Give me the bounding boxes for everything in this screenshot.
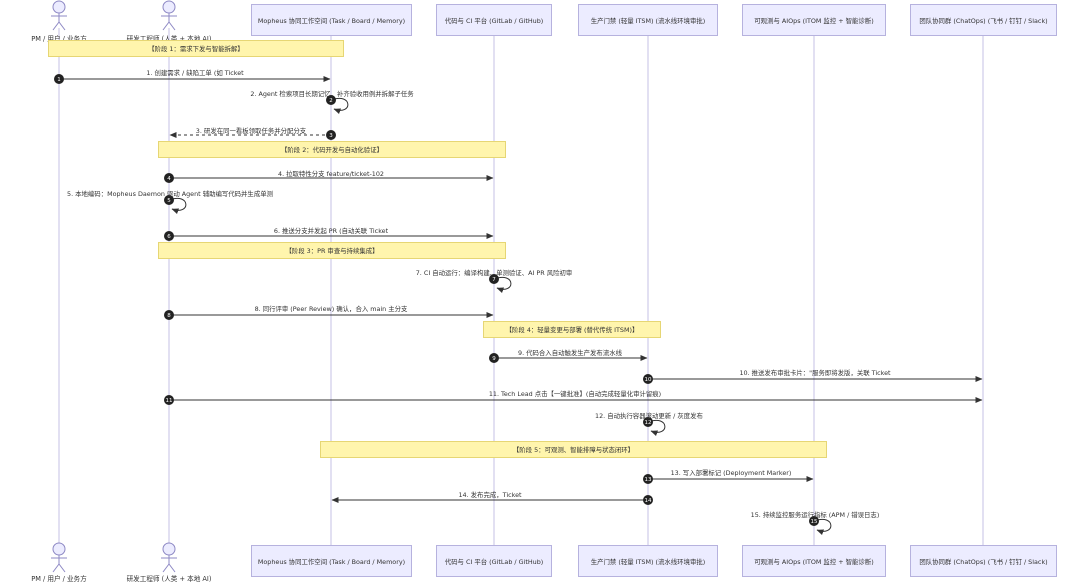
message-14-label: 14. 发布完成，Ticket	[458, 491, 522, 499]
message-2-number-badge: 2	[326, 95, 336, 105]
participant-chatops-top: 团队协同群 (ChatOps) (飞书 / 钉钉 / Slack)	[910, 4, 1057, 36]
participant-ci-bottom: 代码与 CI 平台 (GitLab / GitHub)	[436, 545, 552, 577]
message-4-label: 4. 拉取特性分支 feature/ticket-102	[278, 170, 384, 178]
participant-ci-top: 代码与 CI 平台 (GitLab / GitHub)	[436, 4, 552, 36]
message-3-number-badge: 3	[326, 130, 336, 140]
message-6-number-badge: 6	[164, 231, 174, 241]
message-12-label: 12. 自动执行容器滚动更新 / 灰度发布	[595, 412, 703, 420]
message-5-arrow	[168, 197, 187, 215]
actor-pm-bottom-icon	[51, 542, 67, 573]
message-15-number-badge: 15	[809, 516, 819, 526]
message-12-number-badge: 12	[643, 417, 653, 427]
participant-mopheus-bottom: Mopheus 协同工作空间 (Task / Board / Memory)	[251, 545, 412, 577]
message-2-label: 2. Agent 检索项目长期记忆，补齐验收用例并拆解子任务	[250, 90, 414, 98]
participant-chatops-bottom: 团队协同群 (ChatOps) (飞书 / 钉钉 / Slack)	[910, 545, 1057, 577]
message-12-arrow	[647, 419, 666, 437]
message-3-label: 3. 研发在同一看板领取任务并分配分支	[195, 127, 307, 135]
message-1-number-badge: 1	[54, 74, 64, 84]
svg-text:14: 14	[645, 498, 652, 504]
message-6-label: 6. 推送分支并发起 PR (自动关联 Ticket	[273, 227, 389, 235]
actor-dev-top-icon	[161, 0, 177, 31]
message-13-label: 13. 写入部署标记 (Deployment Marker)	[670, 469, 792, 477]
stage-1-note: 【阶段 1：需求下发与智能拆解】	[48, 40, 344, 57]
message-10-number-badge: 10	[643, 374, 653, 384]
message-5-number-badge: 5	[164, 195, 174, 205]
svg-text:13: 13	[645, 477, 652, 483]
message-5-label: 5. 本地编码：Mopheus Daemon 驱动 Agent 辅助编写代码并生…	[67, 190, 273, 198]
svg-text:5: 5	[167, 198, 171, 204]
svg-text:7: 7	[492, 277, 496, 283]
message-8-label: 8. 同行评审 (Peer Review) 确认，合入 main 主分支	[254, 305, 408, 313]
participant-itsm-top: 生产门禁 (轻量 ITSM) (流水线环境审批)	[578, 4, 718, 36]
participant-aiops-top: 可观测与 AIOps (ITOM 监控 + 智能诊断)	[742, 4, 886, 36]
actor-label-dev-bottom: 研发工程师 (人类 + 本地 AI)	[126, 575, 212, 583]
actor-label-pm-top: PM / 用户 / 业务方	[31, 35, 87, 43]
message-15-arrow	[813, 518, 832, 536]
svg-text:10: 10	[645, 377, 652, 383]
svg-text:9: 9	[492, 356, 496, 362]
message-11-number-badge: 11	[164, 395, 174, 405]
stage-3-note: 【阶段 3：PR 审查与持续集成】	[158, 242, 506, 259]
message-7-arrow	[493, 276, 512, 294]
svg-text:6: 6	[167, 234, 171, 240]
message-8-number-badge: 8	[164, 310, 174, 320]
svg-text:15: 15	[811, 519, 818, 525]
stage-5-note: 【阶段 5：可观测、智能排障与状态闭环】	[320, 441, 827, 458]
actor-label-dev-top: 研发工程师 (人类 + 本地 AI)	[126, 35, 212, 43]
message-1-label: 1. 创建需求 / 缺陷工单 (如 Ticket	[146, 69, 244, 77]
stage-4-note: 【阶段 4：轻量变更与部署 (替代传统 ITSM)】	[483, 321, 661, 338]
message-2-arrow	[330, 97, 349, 115]
message-7-number-badge: 7	[489, 274, 499, 284]
message-4-number-badge: 4	[164, 173, 174, 183]
message-13-number-badge: 13	[643, 474, 653, 484]
message-14-number-badge: 14	[643, 495, 653, 505]
actor-pm-top-icon	[51, 0, 67, 31]
svg-text:11: 11	[166, 398, 173, 404]
svg-text:1: 1	[57, 77, 61, 83]
participant-mopheus-top: Mopheus 协同工作空间 (Task / Board / Memory)	[251, 4, 412, 36]
participant-itsm-bottom: 生产门禁 (轻量 ITSM) (流水线环境审批)	[578, 545, 718, 577]
svg-text:8: 8	[167, 313, 171, 319]
message-11-label: 11. Tech Lead 点击【一键批准】(自动完成轻量化审计留痕)	[488, 390, 662, 398]
actor-label-pm-bottom: PM / 用户 / 业务方	[31, 575, 87, 583]
participant-aiops-bottom: 可观测与 AIOps (ITOM 监控 + 智能诊断)	[742, 545, 886, 577]
stage-2-note: 【阶段 2：代码开发与自动化验证】	[158, 141, 506, 158]
svg-text:2: 2	[329, 98, 333, 104]
message-7-label: 7. CI 自动运行：编译构建、单测验证、AI PR 风险初审	[415, 269, 573, 277]
message-9-label: 9. 代码合入自动触发生产发布流水线	[518, 349, 622, 357]
svg-text:3: 3	[329, 133, 333, 139]
message-15-label: 15. 持续监控服务运行指标 (APM / 错误日志)	[750, 511, 880, 519]
message-9-number-badge: 9	[489, 353, 499, 363]
message-10-label: 10. 推送发布审批卡片："服务即将发版，关联 Ticket	[739, 369, 891, 377]
actor-dev-bottom-icon	[161, 542, 177, 573]
svg-text:4: 4	[167, 176, 171, 182]
svg-text:12: 12	[645, 420, 652, 426]
